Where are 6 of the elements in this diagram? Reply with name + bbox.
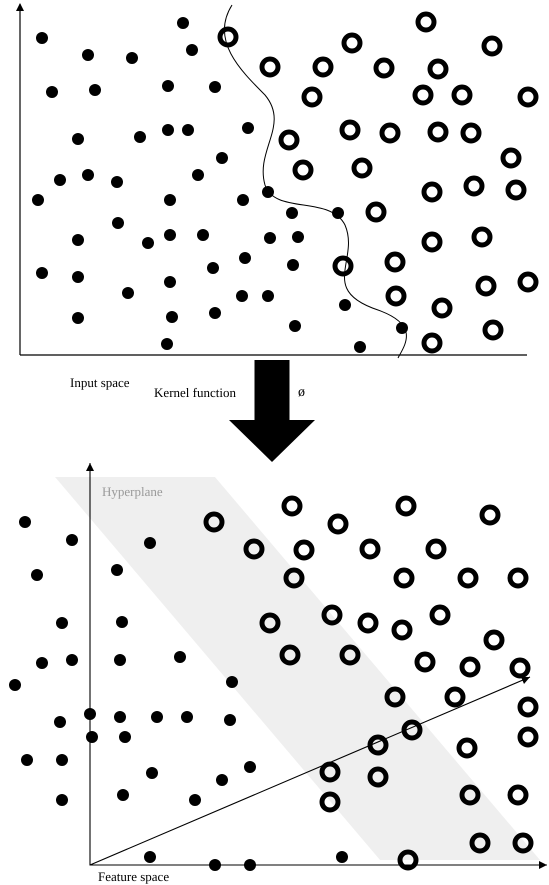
edge-label: Kernel function bbox=[154, 385, 236, 400]
panel-caption: Feature space bbox=[98, 869, 170, 884]
band-label: Hyperplane bbox=[102, 484, 163, 500]
block-arrow bbox=[229, 360, 315, 462]
symbol-label: ø bbox=[298, 385, 305, 400]
panel-caption: Input space bbox=[70, 375, 130, 390]
